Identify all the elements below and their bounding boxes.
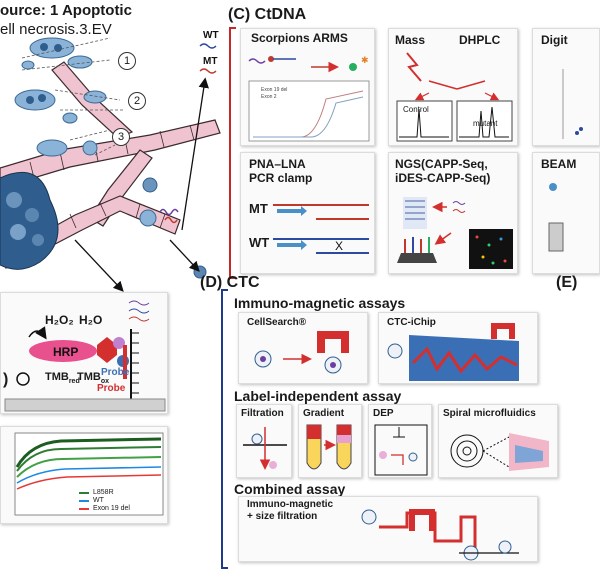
combined-title: Combined assay — [234, 481, 346, 497]
tmb-ox-label: TMBox — [77, 371, 109, 385]
filtration-label: Filtration — [241, 408, 284, 419]
source-subtitle: ell necrosis.3.EV — [0, 21, 112, 38]
panel-c-label: (C) CtDNA — [228, 6, 307, 23]
ctc-ichip-label: CTC-iChip — [387, 317, 436, 328]
panel-d-label: (D) CTC — [200, 274, 260, 291]
tmb-red-text: TMB — [45, 371, 69, 383]
gradient-label: Gradient — [303, 408, 345, 419]
h2o-label: H₂O — [79, 313, 103, 327]
tmb-red-label: TMBred — [45, 371, 80, 385]
ngs-title-2: iDES-CAPP-Seq) — [395, 171, 491, 185]
tmb-red-sub: red — [68, 378, 80, 386]
spiral-label: Spiral microfluidics — [443, 408, 536, 419]
ngs-panel: NGS(CAPP-Seq, iDES-CAPP-Seq) — [388, 152, 518, 274]
svg-text:X: X — [335, 239, 343, 253]
mt-label: MT — [203, 56, 218, 67]
mass-label: Mass — [395, 33, 426, 47]
digital-pcr-panel: Digit — [532, 28, 600, 146]
immuno-title: Immuno-magnetic assays — [234, 295, 406, 311]
marker-2: 2 — [128, 92, 146, 110]
pna-wt-label: WT — [249, 235, 270, 250]
combined-sub-2: + size filtration — [247, 511, 318, 522]
dep-label: DEP — [373, 408, 394, 419]
pna-lna-panel: PNA–LNA PCR clamp MT WT X — [240, 152, 375, 274]
label-independent-title: Label-independent assay — [234, 388, 402, 404]
ngs-title-1: NGS(CAPP-Seq, — [395, 157, 488, 171]
scorpions-legend-1: Exon 19 del — [261, 87, 288, 93]
beaming-panel: BEAM — [532, 152, 600, 274]
svg-text:✱: ✱ — [361, 55, 369, 65]
gradient-panel: Gradient — [298, 404, 362, 478]
pna-mt-label: MT — [249, 201, 268, 216]
wt-label: WT — [203, 30, 219, 41]
paren-label: ) — [3, 371, 9, 388]
ctc-ichip-panel: CTC-iChip — [378, 312, 538, 384]
scorpions-title: Scorpions ARMS — [251, 31, 348, 45]
pcr-clamp-title: PCR clamp — [249, 171, 313, 185]
legend-wt: WT — [93, 497, 104, 504]
hrp-probe-panel: H₂O₂ H₂O HRP TMBred TMBox Probe Probe ) — [0, 292, 168, 414]
dep-panel: DEP — [368, 404, 432, 478]
ctdna-bracket — [229, 27, 236, 279]
h2o2-label: H₂O₂ — [45, 313, 74, 327]
tmb-ox-text: TMB — [77, 371, 101, 383]
filtration-panel: Filtration — [236, 404, 292, 478]
scorpions-arms-panel: Scorpions ARMS ✱ Exon 19 del Exon 2 — [240, 28, 375, 146]
pna-title: PNA–LNA — [249, 157, 306, 171]
control-label: Control — [403, 105, 429, 114]
marker-1: 1 — [118, 52, 136, 70]
tmb-ox-sub: ox — [100, 378, 109, 386]
digit-label: Digit — [541, 33, 568, 47]
beam-label: BEAM — [541, 157, 577, 171]
spiral-panel: Spiral microfluidics — [438, 404, 558, 478]
panel-e-label: (E) — [556, 274, 578, 291]
cellsearch-panel: CellSearch® — [238, 312, 368, 384]
apoptotic-cells — [14, 37, 207, 279]
ctc-bracket — [221, 289, 228, 569]
mutant-label: mutant — [473, 119, 498, 128]
combined-sub-1: Immuno-magnetic — [247, 499, 334, 510]
combined-panel: Immuno-magnetic + size filtration — [238, 496, 538, 562]
marker-3: 3 — [112, 128, 130, 146]
mass-dhplc-panel: Mass DHPLC Control mutant — [388, 28, 518, 146]
probe-label-1: Probe — [101, 367, 130, 378]
scorpions-legend-2: Exon 2 — [261, 94, 277, 100]
amplification-curve-panel: L858R WT Exon 19 del — [0, 426, 168, 524]
hrp-label: HRP — [53, 345, 79, 359]
source-title: ource: 1 Apoptotic — [0, 2, 132, 19]
tumor-mass — [0, 171, 59, 270]
legend-exon19: Exon 19 del — [93, 505, 130, 512]
probe-label-2: Probe — [97, 383, 126, 394]
cellsearch-label: CellSearch® — [247, 317, 307, 328]
dhplc-label: DHPLC — [459, 33, 501, 47]
legend-l858r: L858R — [93, 489, 114, 496]
